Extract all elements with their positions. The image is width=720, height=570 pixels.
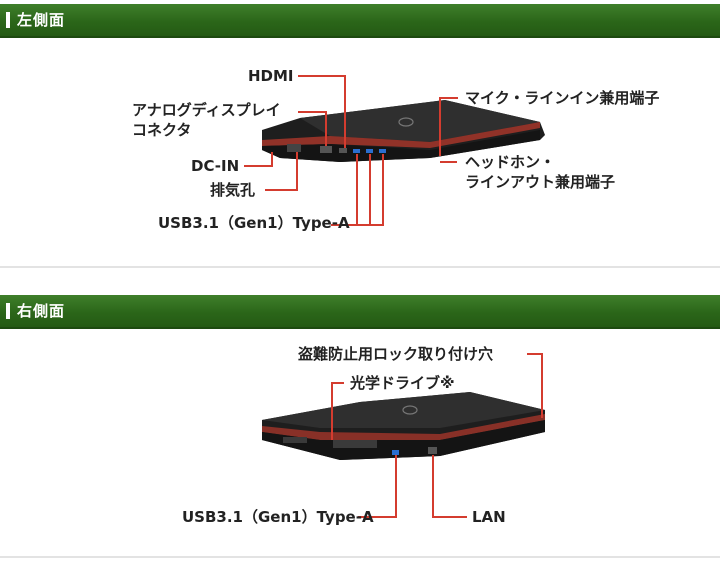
lan-label: LAN — [472, 508, 506, 526]
right-side-diagram — [262, 353, 545, 518]
section-divider-bottom — [0, 556, 720, 558]
laptop-left-view — [262, 100, 545, 162]
dcin-label: DC-IN — [191, 157, 240, 175]
analog-display-label-line1: アナログディスプレイ — [132, 101, 281, 119]
lock-slot-label: 盗難防止用ロック取り付け穴 — [298, 345, 494, 363]
left-callout-lines — [244, 75, 458, 226]
header-bar-icon — [6, 12, 10, 28]
optical-drive-label: 光学ドライブ※ — [350, 374, 455, 392]
headphone-label-line1: ヘッドホン・ — [465, 153, 556, 171]
right-side-title: 右側面 — [17, 302, 66, 320]
right-callout-lines — [331, 353, 543, 518]
laptop-right-view — [262, 392, 545, 460]
section-divider — [0, 266, 720, 268]
right-side-header: 右側面 — [0, 295, 720, 329]
right-usb-label: USB3.1（Gen1）Type-A — [182, 508, 374, 526]
exhaust-label: 排気孔 — [210, 181, 256, 199]
mic-jack-label: マイク・ラインイン兼用端子 — [465, 89, 660, 107]
left-side-diagram — [244, 75, 545, 226]
headphone-label-line2: ラインアウト兼用端子 — [465, 173, 616, 191]
hdmi-label: HDMI — [248, 67, 294, 85]
left-usb-label: USB3.1（Gen1）Type-A — [158, 214, 350, 232]
header-bar-icon — [6, 303, 10, 319]
left-side-title: 左側面 — [17, 11, 66, 29]
left-side-header: 左側面 — [0, 4, 720, 38]
analog-display-label-line2: コネクタ — [132, 121, 192, 139]
